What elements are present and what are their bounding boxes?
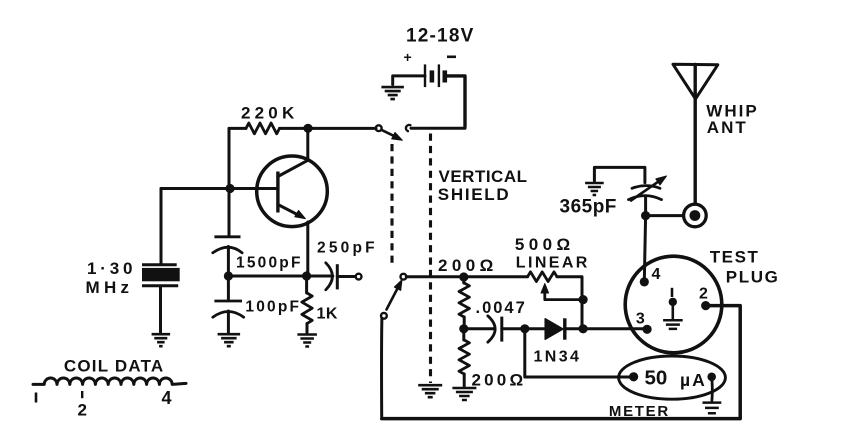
svg-text:250pF: 250pF bbox=[317, 240, 378, 257]
svg-text:200Ω: 200Ω bbox=[472, 370, 527, 389]
svg-text:METER: METER bbox=[609, 403, 670, 420]
svg-text:WHIP: WHIP bbox=[706, 102, 758, 121]
svg-text:PLUG: PLUG bbox=[726, 268, 780, 287]
svg-text:ANT: ANT bbox=[707, 118, 748, 137]
svg-text:1500pF: 1500pF bbox=[236, 255, 303, 272]
svg-text:COIL DATA: COIL DATA bbox=[64, 357, 165, 376]
svg-text:500Ω: 500Ω bbox=[515, 235, 575, 254]
svg-text:1N34: 1N34 bbox=[534, 348, 582, 365]
svg-text:LINEAR: LINEAR bbox=[516, 255, 590, 272]
svg-text:4: 4 bbox=[162, 388, 173, 408]
svg-text:VERTICAL: VERTICAL bbox=[439, 167, 528, 186]
svg-text:2: 2 bbox=[78, 401, 88, 420]
svg-text:365pF: 365pF bbox=[560, 197, 617, 218]
svg-text:MHz: MHz bbox=[86, 278, 134, 297]
svg-text:TEST: TEST bbox=[710, 248, 760, 267]
svg-text:50: 50 bbox=[645, 366, 668, 389]
svg-text:100pF: 100pF bbox=[245, 298, 301, 315]
svg-text:4: 4 bbox=[652, 266, 661, 283]
svg-text:200Ω: 200Ω bbox=[438, 256, 498, 275]
svg-text:3: 3 bbox=[636, 311, 645, 328]
svg-text:.0047: .0047 bbox=[476, 299, 527, 317]
svg-text:12-18V: 12-18V bbox=[406, 26, 474, 47]
svg-text:SHIELD: SHIELD bbox=[438, 185, 511, 204]
svg-text:1K: 1K bbox=[317, 305, 338, 322]
svg-text:1·30: 1·30 bbox=[87, 259, 136, 278]
svg-text:µA: µA bbox=[680, 370, 707, 390]
svg-text:2: 2 bbox=[699, 286, 708, 303]
svg-text:+: + bbox=[404, 49, 412, 65]
svg-text:220K: 220K bbox=[241, 103, 298, 122]
